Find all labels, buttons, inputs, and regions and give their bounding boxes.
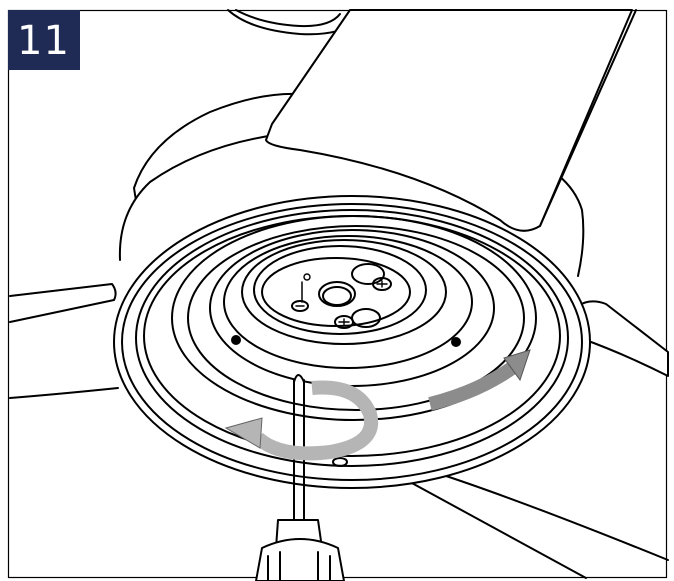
mounting-hole [351, 263, 385, 285]
rotation-arrow-right [428, 362, 517, 411]
arrowhead-left [224, 417, 263, 449]
fan-blade-right [577, 300, 669, 377]
fan-blade-bottom [409, 481, 587, 579]
step-badge-background [8, 10, 80, 70]
screw-head [291, 300, 309, 312]
fan-blade-top [265, 9, 633, 232]
screw-head [334, 315, 354, 329]
arrowhead-right [503, 349, 531, 382]
trim-ring-outer [113, 195, 591, 489]
step-number: 11 [17, 17, 70, 64]
fan-blade-left [9, 283, 117, 323]
trim-ring-inner [135, 209, 569, 467]
screw-head [372, 277, 392, 291]
step-number-badge: 11 [8, 11, 79, 70]
rotation-arrow-circular [253, 380, 379, 461]
